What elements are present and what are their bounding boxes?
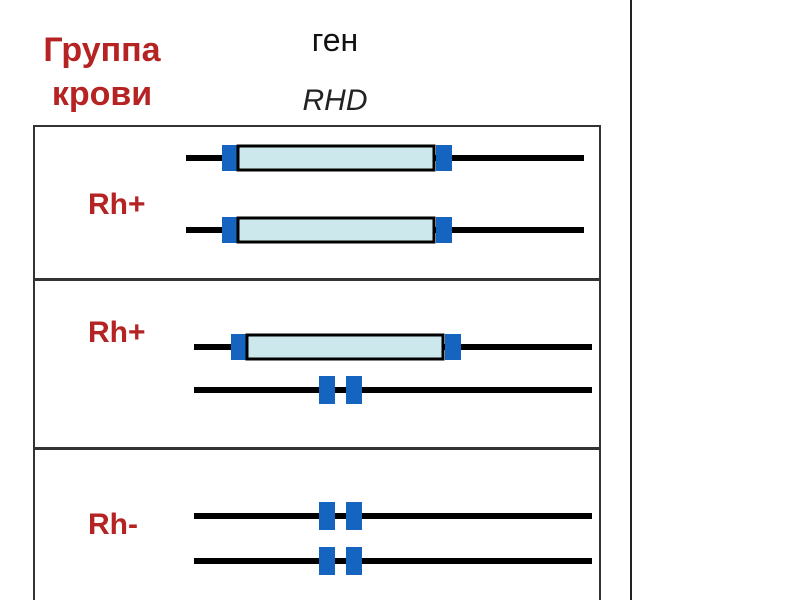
gene-flank-right [436,217,452,243]
gene-flank-left [222,217,238,243]
deletion-marker-left [319,502,335,530]
deletion-marker-left [319,376,335,404]
deletion-marker-left [319,547,335,575]
gene-name: RHD [302,84,368,117]
rhd-gene-box [245,333,445,361]
phenotype-label-3: Rh- [88,508,138,541]
phenotype-label-1: Rh+ [88,188,146,221]
deletion-marker-right [346,547,362,575]
gene-header: ген [311,22,359,58]
diagram-frame [630,0,632,600]
rhd-gene-box [236,144,436,172]
gene-flank-left [222,145,238,171]
deletion-marker-right [346,376,362,404]
blood-group-header: Группа крови [32,28,172,116]
panel-rh-negative [33,448,601,600]
gene-flank-left [231,334,247,360]
gene-flank-right [445,334,461,360]
phenotype-label-2: Rh+ [88,316,146,349]
deletion-marker-right [346,502,362,530]
rhd-gene-box [236,216,436,244]
gene-flank-right [436,145,452,171]
blood-group-label: Группа крови [43,31,161,113]
